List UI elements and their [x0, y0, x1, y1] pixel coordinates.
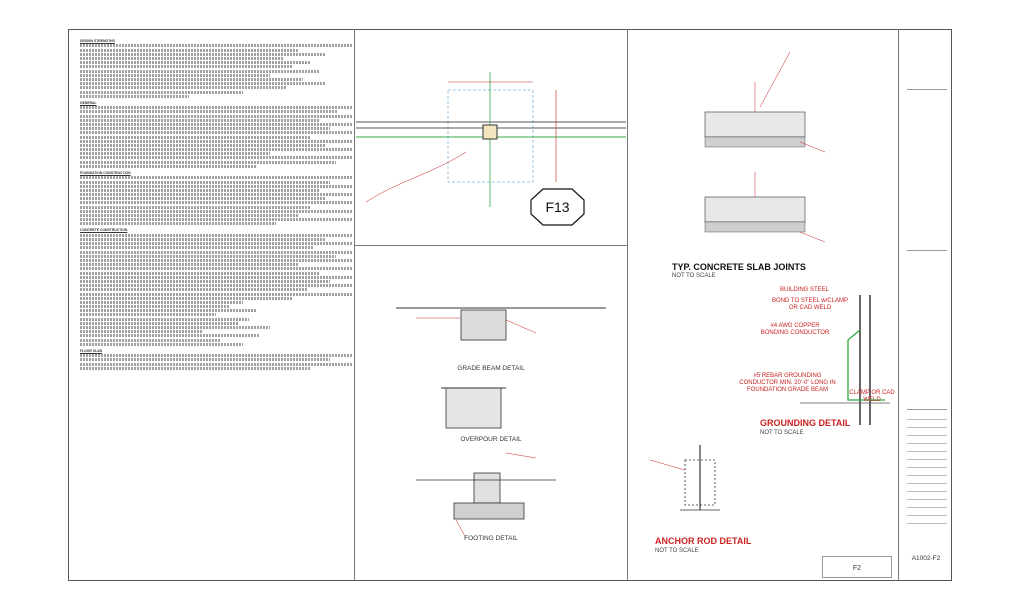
- slab-joints-scale: NOT TO SCALE: [672, 273, 716, 279]
- anchor-rod-scale: NOT TO SCALE: [655, 548, 699, 554]
- svg-text:FOOTING DETAIL: FOOTING DETAIL: [464, 535, 518, 542]
- title-block: A1002-F2: [899, 29, 952, 581]
- grounding-detail: [800, 295, 890, 425]
- overpour-section: [445, 387, 502, 429]
- sheet-number: A1002-F2: [911, 555, 941, 562]
- sheet-small-label: F2: [852, 565, 862, 572]
- slab-joints-title: TYP. CONCRETE SLAB JOINTS: [672, 262, 806, 272]
- label-copper: #4 AWG COPPER BONDING CONDUCTOR: [760, 323, 830, 336]
- foundation-details: GRADE BEAM DETAIL OVERPOUR DETAIL FOOTIN…: [396, 307, 606, 542]
- footing-outline: [447, 89, 534, 183]
- divider-titleblock: [898, 29, 899, 581]
- plan-detail: F13: [356, 72, 626, 226]
- column-base: [482, 124, 498, 140]
- anchor-rod-detail: [650, 445, 720, 511]
- notes-foundation: FOUNDATION CONSTRUCTION: [80, 170, 131, 175]
- copper-conductor: [847, 329, 885, 401]
- footing-section: [453, 502, 525, 520]
- svg-text:GRADE BEAM DETAIL: GRADE BEAM DETAIL: [457, 365, 525, 372]
- firm-info: [907, 89, 947, 251]
- label-building-steel: BUILDING STEEL: [780, 287, 830, 293]
- anchor-rod-title: ANCHOR ROD DETAIL: [655, 536, 752, 546]
- slab-joint-2: [704, 172, 826, 243]
- sheet-id-box: F2: [822, 556, 892, 578]
- notes-floor-slab: FLOOR SLAB: [80, 348, 103, 353]
- project-info: [907, 259, 947, 410]
- slab-joint-details: [704, 51, 826, 243]
- notes-general: GENERAL: [80, 100, 97, 105]
- grounding-title: GROUNDING DETAIL: [760, 418, 851, 428]
- sheet-border: [68, 29, 952, 581]
- slab-joint-1: [704, 51, 826, 153]
- label-bond: BOND TO STEEL w/CLAMP OR CAD WELD: [772, 298, 848, 311]
- grounding-scale: NOT TO SCALE: [760, 430, 804, 436]
- divider-middle: [627, 29, 628, 581]
- label-clamp: CLAMP OR CAD WELD: [849, 390, 895, 403]
- divider-h-mid: [354, 245, 627, 246]
- svg-text:F13: F13: [545, 199, 569, 215]
- divider-notes: [354, 29, 355, 581]
- label-rebar: #5 REBAR GROUNDING CONDUCTOR MIN. 20'-0"…: [739, 373, 836, 393]
- notes-concrete: CONCRETE CONSTRUCTION: [80, 228, 128, 233]
- general-notes: DESIGN STRENGTHS GENERAL FOUNDATION CONS…: [80, 36, 352, 371]
- section-marker: F13: [530, 188, 585, 226]
- revision-block: [907, 419, 947, 529]
- grade-beam-section: [460, 309, 507, 341]
- svg-text:OVERPOUR DETAIL: OVERPOUR DETAIL: [460, 436, 522, 443]
- notes-design-strengths: DESIGN STRENGTHS: [80, 39, 115, 43]
